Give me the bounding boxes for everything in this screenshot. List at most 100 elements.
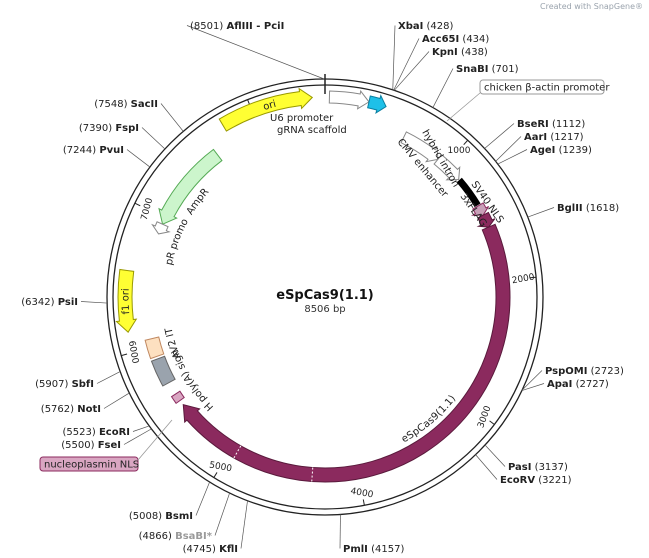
site-position: (434) — [462, 34, 489, 45]
site-name: FseI — [98, 440, 121, 451]
site-label: KpnI (438) — [432, 47, 488, 58]
site-leader-line — [103, 392, 130, 409]
site-agei[interactable]: AgeI (1239) — [497, 145, 592, 165]
feature-ori[interactable] — [218, 87, 314, 132]
feature-grna-scaffold[interactable] — [367, 94, 387, 115]
restriction-sites: (8501) AflIII - PciI XbaI (428)Acc65I (43… — [21, 21, 624, 555]
site-acc65i[interactable]: Acc65I (434) — [393, 34, 490, 91]
site-position: (701) — [492, 64, 519, 75]
site-apai[interactable]: ApaI (2727) — [521, 379, 609, 391]
site-position: (4157) — [371, 544, 404, 555]
site-label: (7390) FspI — [79, 123, 139, 134]
site-bseri[interactable]: BseRI (1112) — [484, 119, 586, 149]
feature-nucleoplasmin-nls[interactable] — [170, 390, 185, 405]
feature-sv40-nls[interactable] — [476, 211, 496, 228]
site-kpni[interactable]: KpnI (438) — [394, 47, 488, 91]
site-noti[interactable]: (5762) NotI — [41, 392, 130, 415]
tick-mark-6000 — [121, 353, 128, 357]
site-leader-line — [521, 370, 543, 391]
site-position: (1618) — [586, 203, 619, 214]
feature-cmv-enhancer[interactable] — [400, 131, 439, 163]
site-label: (7244) PvuI — [63, 145, 124, 156]
feature-label-bgh-poly-a-signal: bGH poly(A) signal — [0, 0, 216, 413]
leader-line-chicken-actin — [446, 92, 481, 122]
tick-mark-3000 — [489, 420, 495, 425]
site-sbfi[interactable]: (5907) SbfI — [35, 371, 121, 390]
feature-aav2-itr[interactable] — [144, 336, 165, 360]
site-name: ApaI — [547, 379, 572, 390]
site-label: AgeI (1239) — [530, 145, 592, 156]
tick-label-2000: 2000 — [511, 272, 536, 286]
site-fspi[interactable]: (7390) FspI — [79, 123, 166, 150]
feature-label-ori: ori — [262, 99, 278, 113]
site-psii[interactable]: (6342) PsiI — [21, 297, 108, 308]
site-pspomi[interactable]: PspOMI (2723) — [521, 366, 624, 391]
feature-box-nucleoplasmin-nls[interactable] — [39, 456, 139, 472]
site-leader-line — [214, 492, 230, 536]
site-leader-line — [393, 38, 420, 91]
site-afliii-pcii[interactable]: (8501) AflIII - PciI — [186, 21, 325, 80]
site-name: AarI — [524, 132, 547, 143]
site-position: (4866) — [139, 531, 172, 542]
feature-label-u6-promoter: U6 promoter — [270, 113, 334, 124]
feature-box-chicken-actin-promoter[interactable] — [479, 79, 605, 95]
site-position: (2727) — [576, 379, 609, 390]
site-sacii[interactable]: (7548) SacII — [94, 99, 184, 132]
site-leader-line — [80, 301, 108, 304]
site-snabi[interactable]: SnaBI (701) — [432, 64, 519, 108]
feature-u6-promoter[interactable] — [328, 89, 370, 110]
site-pmli[interactable]: PmlI (4157) — [339, 514, 404, 555]
feature-chicken-actin-promoter[interactable] — [433, 154, 461, 181]
tick-label-5000: 5000 — [208, 461, 233, 475]
site-leader-line — [394, 51, 430, 91]
site-ecori[interactable]: (5523) EcoRI — [62, 425, 150, 438]
site-ecorv[interactable]: EcoRV (3221) — [475, 454, 572, 486]
site-label: PspOMI (2723) — [545, 366, 624, 377]
site-pasi[interactable]: PasI (3137) — [484, 444, 568, 473]
site-pvui[interactable]: (7244) PvuI — [63, 145, 151, 168]
site-position: (5008) — [129, 511, 162, 522]
site-label: AarI (1217) — [524, 132, 584, 143]
site-position: (428) — [427, 21, 454, 32]
feature-box-label-chicken-actin-promoter: chicken β-actin promoter — [484, 83, 610, 94]
site-kfli[interactable]: (4745) KflI — [183, 500, 248, 555]
site-position: (5523) — [62, 427, 95, 438]
feature-bgh-poly-a-signal[interactable] — [150, 355, 176, 387]
feature-label-f1-ori: f1 ori — [120, 288, 132, 315]
site-xbai[interactable]: XbaI (428) — [392, 21, 454, 90]
site-name: SbfI — [72, 379, 94, 390]
site-bsabi[interactable]: (4866) BsaBI* — [139, 492, 230, 542]
site-position: (1112) — [552, 119, 585, 130]
snapgene-watermark: Created with SnapGene® — [540, 2, 643, 11]
plasmid-length: 8506 bp — [304, 304, 345, 315]
feature-ampr[interactable] — [158, 148, 223, 225]
feature-espcas9-1-1[interactable] — [182, 223, 511, 483]
site-aari[interactable]: AarI (1217) — [495, 132, 584, 162]
site-name: SacII — [131, 99, 158, 110]
site-name: BsaBI* — [175, 531, 213, 542]
site-label: (8501) AflIII - PciI — [190, 21, 284, 32]
site-name: PsiI — [58, 297, 78, 308]
site-label: (5008) BsmI — [129, 511, 193, 522]
site-name: KpnI — [432, 47, 458, 58]
feature-3xflag[interactable] — [470, 202, 490, 216]
site-label: PmlI (4157) — [343, 544, 404, 555]
site-position: (438) — [461, 47, 488, 58]
site-bglii[interactable]: BglII (1618) — [527, 203, 619, 218]
tick-mark-1000 — [463, 139, 469, 146]
tick-mark-7000 — [134, 202, 141, 207]
site-leader-line — [186, 25, 325, 80]
tick-label-6000: 6000 — [126, 340, 140, 365]
feature-hybrid-intron[interactable] — [456, 177, 481, 208]
site-name: BglII — [557, 203, 583, 214]
site-position: (7548) — [94, 99, 127, 110]
site-fsei[interactable]: (5500) FseI — [61, 428, 152, 451]
feature-f1-ori[interactable] — [115, 268, 138, 333]
site-label: (4866) BsaBI* — [139, 531, 213, 542]
feature-ampr-promoter[interactable] — [151, 221, 171, 235]
site-leader-line — [160, 103, 184, 132]
site-label: EcoRV (3221) — [500, 475, 572, 486]
site-name: FspI — [115, 123, 139, 134]
site-bsmi[interactable]: (5008) BsmI — [129, 481, 210, 522]
site-leader-line — [497, 149, 528, 165]
